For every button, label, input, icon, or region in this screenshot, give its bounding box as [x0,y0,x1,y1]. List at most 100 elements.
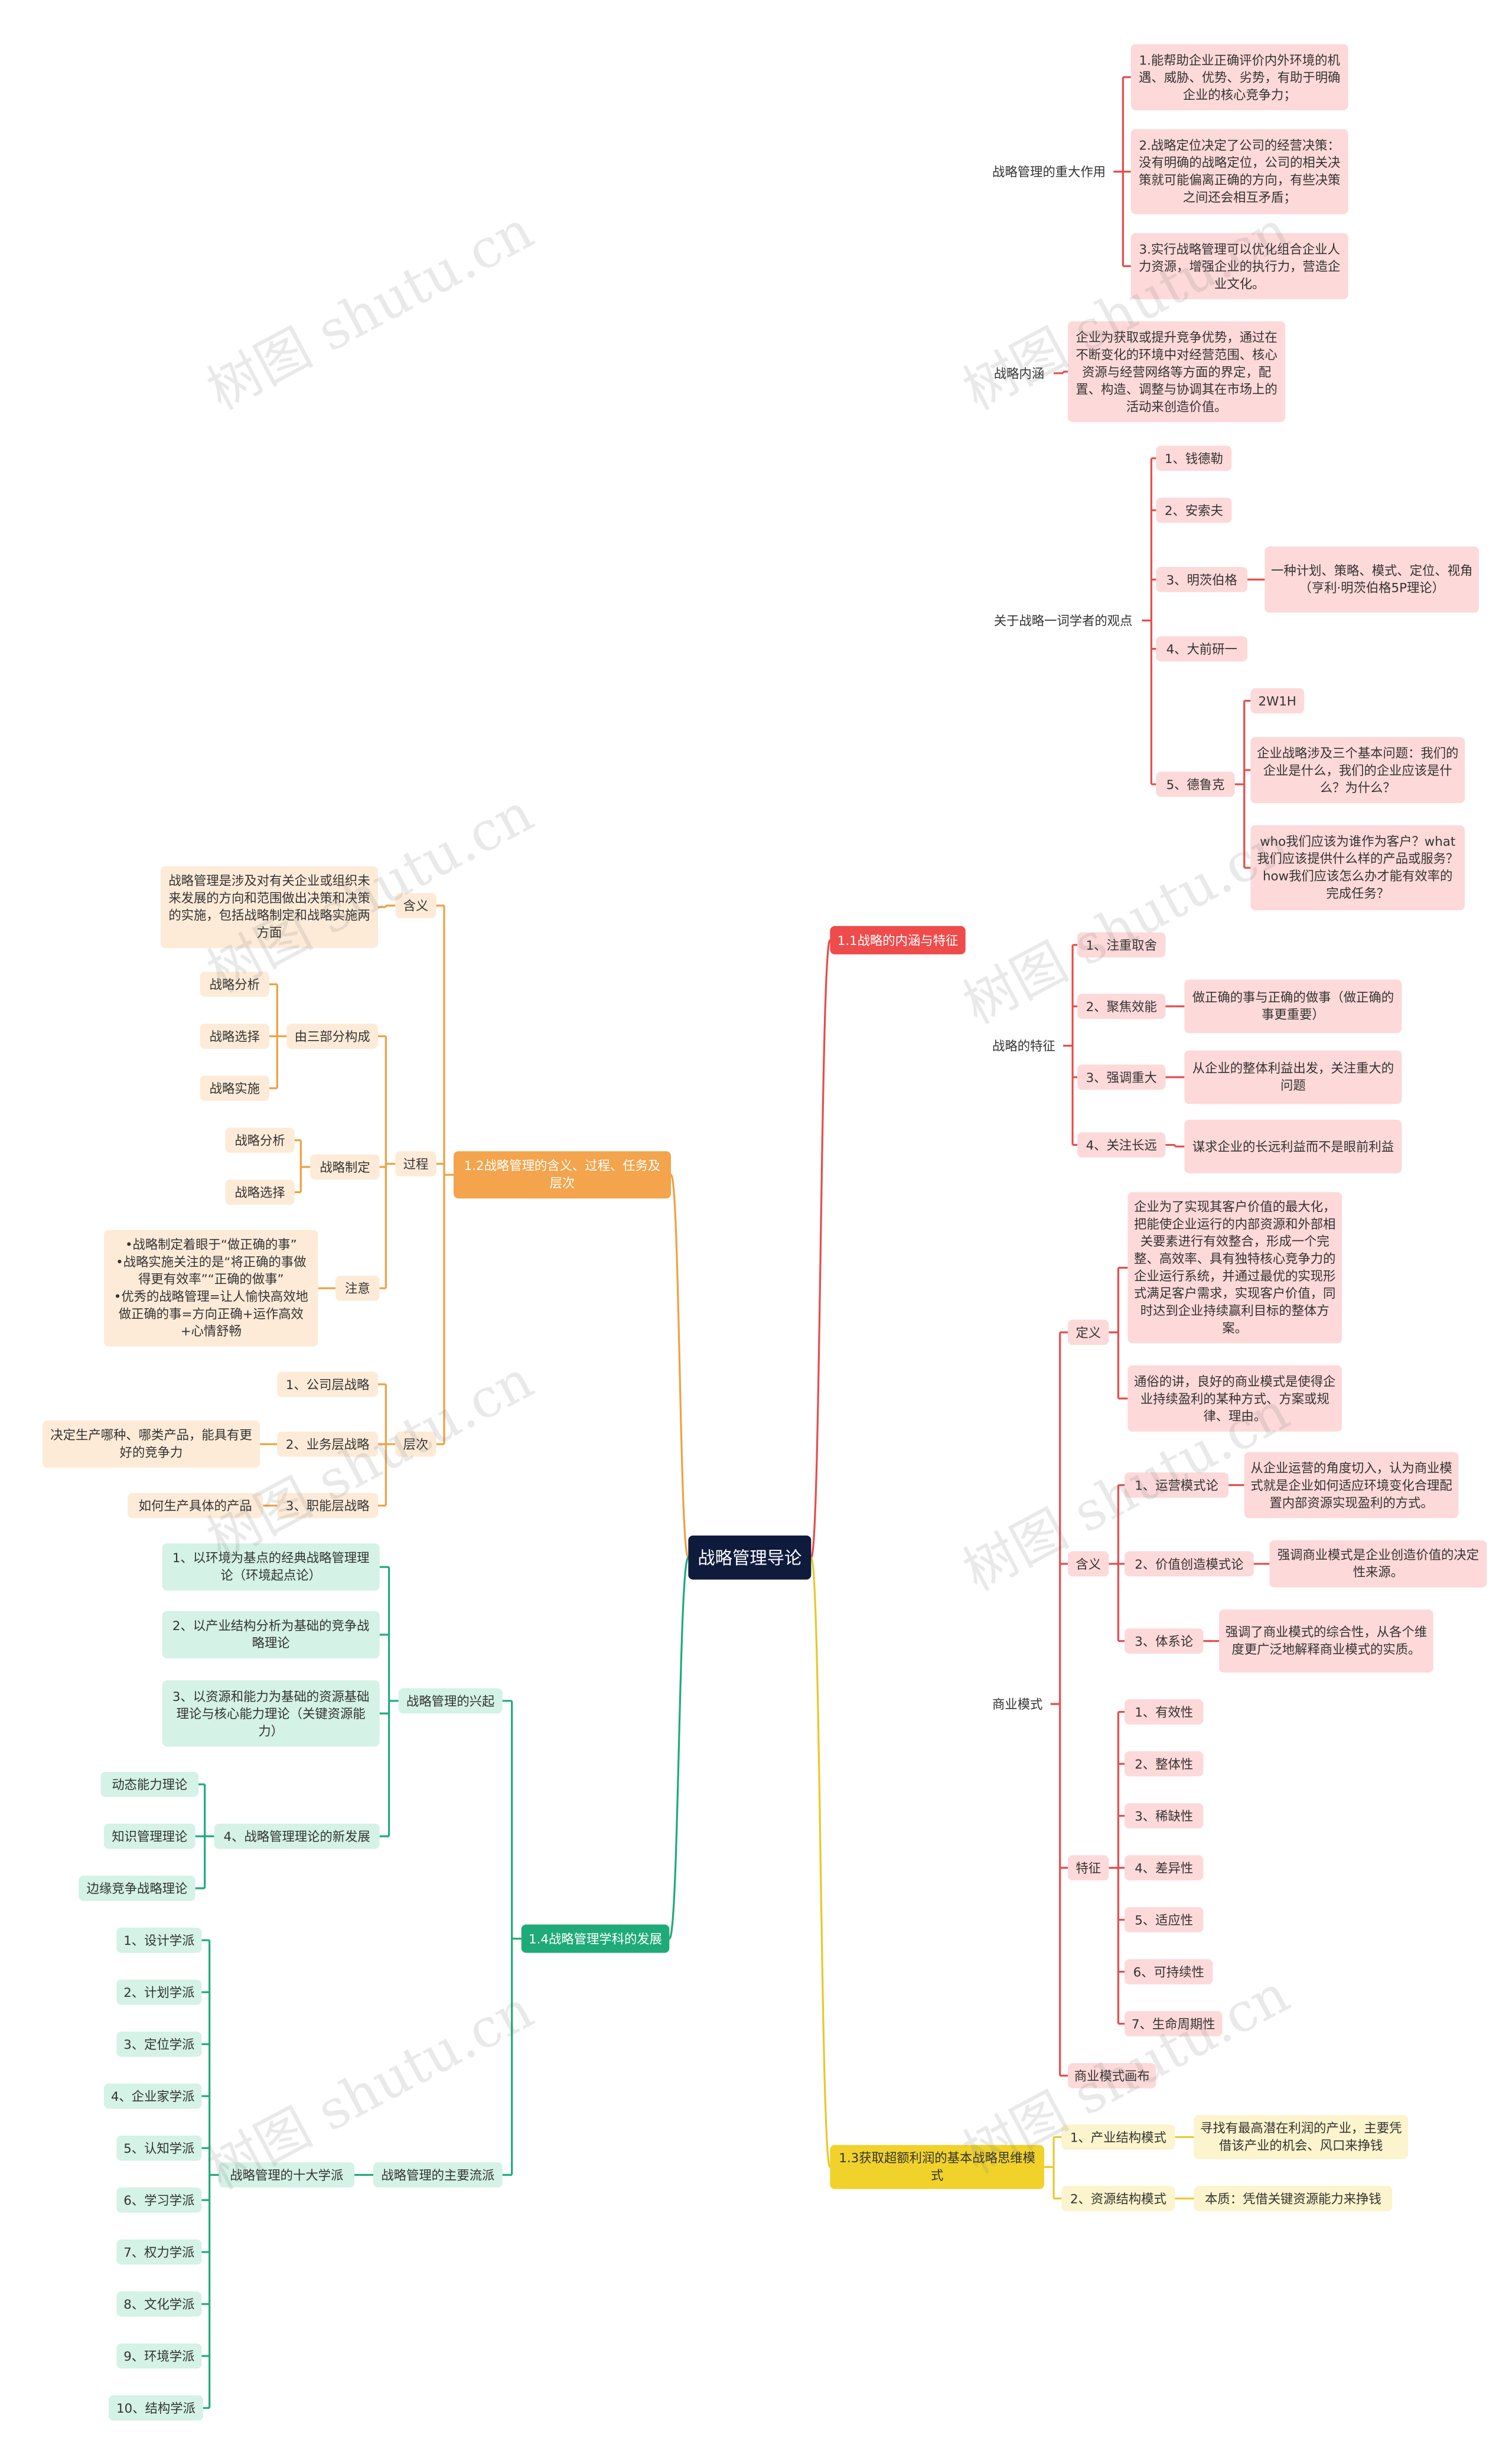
main-topic-1-1[interactable]: 1.1战略的内涵与特征 [830,925,966,954]
scholar-ohmae[interactable]: 4、大前研一 [1156,636,1248,661]
drucker-note-questions[interactable]: 企业战略涉及三个基本问题：我们的企业是什么，我们的企业应该是什么？为什么？ [1250,736,1465,803]
feature-significance[interactable]: 3、强调重大 [1077,1064,1166,1090]
main-topic-1-4[interactable]: 1.4战略管理学科的发展 [521,1924,670,1953]
bm-meaning[interactable]: 含义 [1068,1551,1109,1577]
bm-system-note[interactable]: 强调了商业模式的综合性，从各个维度更广泛地解释商业模式的实质。 [1219,1609,1433,1673]
making-item[interactable]: 战略选择 [225,1179,295,1205]
new-development-item[interactable]: 边缘竞争战略理论 [79,1875,195,1901]
scholar-mintzberg[interactable]: 3、明茨伯格 [1156,566,1248,592]
connector-trunk [1113,77,1124,266]
connector-trunk [1109,1485,1119,1641]
connector-trunk [511,1700,522,2175]
connector-trunk [208,1940,219,2409]
bm-feature-item[interactable]: 5、适应性 [1125,1907,1204,1932]
topic-business-model[interactable]: 商业模式 [992,1697,1043,1712]
scholar-chandler[interactable]: 1、钱德勒 [1156,445,1232,471]
school-item[interactable]: 6、学习学派 [116,2187,202,2213]
bm-definition[interactable]: 定义 [1068,1319,1109,1345]
new-development-item[interactable]: 知识管理理论 [104,1823,195,1849]
resource-structure-model[interactable]: 2、资源结构模式 [1061,2186,1175,2211]
feature-effectiveness-note[interactable]: 做正确的事与正确的做事（做正确的事更重要） [1184,979,1402,1034]
mintzberg-note[interactable]: 一种计划、策略、模式、定位、视角 （亨利·明茨伯格5P理论） [1265,546,1480,613]
connector-trunk [1063,944,1074,1145]
school-item[interactable]: 1、设计学派 [116,1927,202,1953]
main-topic-1-2[interactable]: 1.2战略管理的含义、过程、任务及层次 [454,1151,672,1199]
connotation-text[interactable]: 企业为获取或提升竞争优势，通过在不断变化的环境中对经营范围、核心资源与经营网络等… [1068,321,1286,422]
note-text[interactable]: •战略制定着眼于“做正确的事” •战略实施关注的是“将正确的事做得更有效率”“正… [104,1230,318,1347]
rise-topic[interactable]: 战略管理的兴起 [398,1688,503,1714]
level-corporate[interactable]: 1、公司层战略 [277,1371,379,1397]
school-item[interactable]: 5、认知学派 [116,2135,202,2161]
bm-features[interactable]: 特征 [1068,1855,1109,1881]
schools-topic[interactable]: 战略管理的主要流派 [373,2162,503,2188]
connector-trunk [204,1784,214,1889]
strategy-making-topic[interactable]: 战略制定 [310,1154,380,1180]
school-item[interactable]: 9、环境学派 [116,2343,202,2369]
rise-item-2[interactable]: 2、以产业结构分析为基础的竞争战略理论 [162,1611,380,1658]
industry-structure-note[interactable]: 寻找有最高潜在利润的产业，主要凭借该产业的机会、风口来挣钱 [1194,2115,1409,2159]
school-item[interactable]: 4、企业家学派 [104,2083,202,2109]
bm-value-creation-model[interactable]: 2、价值创造模式论 [1125,1551,1254,1577]
three-part-item[interactable]: 战略实施 [200,1076,270,1101]
topic-strategic-role[interactable]: 战略管理的重大作用 [992,164,1106,179]
root-topic[interactable]: 战略管理导论 [688,1535,812,1580]
drucker-note-who-what-how[interactable]: who我们应该为谁作为客户？what我们应该提供什么样的产品或服务？how我们应… [1250,825,1465,911]
bm-operation-note[interactable]: 从企业运营的角度切入，认为商业模式就是企业如何适应环境变化合理配置内部资源实现盈… [1244,1452,1459,1518]
levels-topic[interactable]: 层次 [395,1431,436,1457]
scholar-ansoff[interactable]: 2、安索夫 [1156,497,1232,523]
feature-tradeoff[interactable]: 1、注重取舍 [1077,932,1166,958]
level-functional-note[interactable]: 如何生产具体的产品 [128,1492,263,1518]
feature-significance-note[interactable]: 从企业的整体利益出发，关注重大的问题 [1184,1050,1402,1104]
three-part-item[interactable]: 战略分析 [200,972,270,997]
feature-longterm-note[interactable]: 谋求企业的长远利益而不是眼前利益 [1184,1119,1402,1174]
three-parts-topic[interactable]: 由三部分构成 [286,1024,379,1049]
bm-operation-model[interactable]: 1、运营模式论 [1125,1472,1229,1498]
feature-effectiveness[interactable]: 2、聚焦效能 [1077,993,1166,1019]
level-functional[interactable]: 3、职能层战略 [277,1492,379,1518]
bm-canvas[interactable]: 商业模式画布 [1068,2063,1156,2088]
industry-structure-model[interactable]: 1、产业结构模式 [1061,2124,1175,2150]
bm-system-theory[interactable]: 3、体系论 [1125,1628,1204,1654]
note-topic[interactable]: 注意 [335,1275,380,1301]
bm-feature-item[interactable]: 7、生命周期性 [1125,2011,1223,2036]
role-item-2[interactable]: 2.战略定位决定了公司的经营决策：没有明确的战略定位，公司的相关决策就可能偏离正… [1130,129,1348,214]
meaning-topic[interactable]: 含义 [395,892,436,918]
new-development-topic[interactable]: 4、战略管理理论的新发展 [214,1823,380,1849]
level-business-note[interactable]: 决定生产哪种、哪类产品，能具有更好的竞争力 [43,1420,260,1468]
bm-feature-item[interactable]: 4、差异性 [1125,1855,1204,1881]
bm-feature-item[interactable]: 1、有效性 [1125,1699,1204,1725]
topic-connotation[interactable]: 战略内涵 [993,366,1045,380]
resource-structure-note[interactable]: 本质：凭借关键资源能力来挣钱 [1194,2186,1393,2211]
scholar-drucker[interactable]: 5、德鲁克 [1156,771,1235,797]
school-item[interactable]: 3、定位学派 [116,2031,202,2057]
three-part-item[interactable]: 战略选择 [200,1024,270,1049]
level-business[interactable]: 2、业务层战略 [277,1431,379,1457]
feature-longterm[interactable]: 4、关注长远 [1077,1132,1166,1158]
topic-strategy-features[interactable]: 战略的特征 [992,1038,1055,1053]
bm-value-creation-note[interactable]: 强调商业模式是企业创造价值的决定性来源。 [1269,1540,1487,1588]
ten-schools-topic[interactable]: 战略管理的十大学派 [219,2162,355,2188]
new-development-item[interactable]: 动态能力理论 [100,1771,199,1797]
bm-feature-item[interactable]: 6、可持续性 [1125,1959,1213,1984]
making-item[interactable]: 战略分析 [225,1127,295,1153]
school-item[interactable]: 2、计划学派 [116,1979,202,2005]
topic-scholar-views[interactable]: 关于战略一词学者的观点 [993,613,1133,628]
bm-definition-text-1[interactable]: 企业为了实现其客户价值的最大化，把能使企业运行的内部资源和外部相关要素进行有效整… [1128,1192,1342,1344]
process-topic[interactable]: 过程 [395,1151,436,1176]
bm-feature-item[interactable]: 3、稀缺性 [1125,1803,1204,1829]
connector [668,1556,689,1940]
meaning-text[interactable]: 战略管理是涉及对有关企业或组织未来发展的方向和范围做出决策和决策的实施，包括战略… [161,866,379,949]
bm-definition-text-2[interactable]: 通俗的讲，良好的商业模式是使得企业持续盈利的某种方式、方案或规律、理由。 [1128,1365,1342,1432]
school-item[interactable]: 7、权力学派 [116,2239,202,2265]
role-item-3[interactable]: 3.实行战略管理可以优化组合企业人力资源，增强企业的执行力，营造企业文化。 [1130,233,1348,299]
main-topic-1-3[interactable]: 1.3获取超额利润的基本战略思维模式 [830,2145,1045,2189]
school-item[interactable]: 10、结构学派 [109,2395,204,2421]
drucker-note-2w1h[interactable]: 2W1H [1250,688,1305,713]
connector-trunk [1142,458,1152,784]
rise-item-3[interactable]: 3、以资源和能力为基础的资源基础理论与核心能力理论（关键资源能力） [162,1680,380,1747]
school-item[interactable]: 8、文化学派 [116,2291,202,2317]
role-item-1[interactable]: 1.能帮助企业正确评价内外环境的机遇、威胁、优势、劣势，有助于明确企业的核心竞争… [1130,44,1348,110]
bm-feature-item[interactable]: 2、整体性 [1125,1751,1204,1777]
rise-item-1[interactable]: 1、以环境为基点的经典战略管理理论（环境起点论） [162,1543,380,1591]
